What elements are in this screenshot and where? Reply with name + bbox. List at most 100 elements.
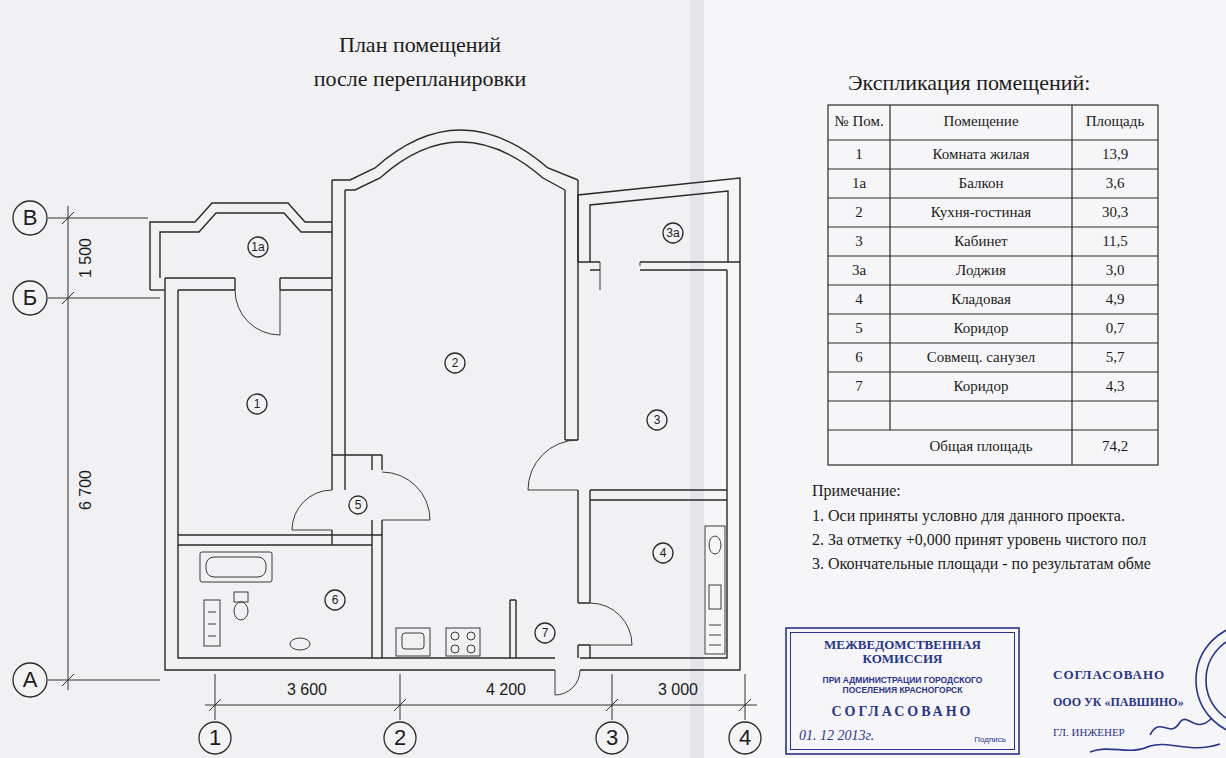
dimension-lines bbox=[209, 699, 751, 711]
dimension-lines bbox=[68, 206, 69, 690]
fixtures bbox=[234, 602, 248, 620]
doors bbox=[555, 670, 580, 695]
circle-outline bbox=[445, 353, 465, 373]
fixtures bbox=[451, 645, 459, 653]
axis-letter: 3 bbox=[606, 727, 618, 749]
axis-marker: 3 bbox=[595, 721, 629, 755]
commission-name: МЕЖВЕДОМСТВЕННАЯ КОМИССИЯ bbox=[810, 638, 995, 667]
table-cell: 4,3 bbox=[1106, 378, 1125, 395]
fixtures bbox=[208, 612, 216, 636]
table-cell: Кабинет bbox=[954, 233, 1007, 250]
doors bbox=[235, 262, 640, 695]
fixtures bbox=[709, 536, 721, 554]
circle-outline bbox=[199, 722, 231, 754]
walls bbox=[165, 278, 332, 290]
doors bbox=[528, 440, 578, 490]
room-number: 3а bbox=[662, 222, 684, 244]
table-cell: Коридор bbox=[954, 320, 1009, 337]
note-line: 2. За отметку +0,000 принят уровень чист… bbox=[812, 531, 1146, 549]
doors bbox=[292, 490, 332, 530]
dimension-text: 3 000 bbox=[658, 681, 698, 699]
circle-outline bbox=[13, 201, 47, 235]
room-number-text: 4 bbox=[660, 547, 667, 559]
table-grid bbox=[828, 105, 1158, 465]
table-grid bbox=[828, 105, 1158, 465]
room-number-text: 7 bbox=[542, 627, 549, 639]
stamps bbox=[786, 624, 1226, 754]
date-row: 01. 12 2013г.Подпись bbox=[799, 728, 1006, 744]
company-stamp-text: СОГЛАСОВАНО bbox=[1053, 668, 1165, 683]
dimension-lines bbox=[48, 218, 160, 680]
axis-letter: В bbox=[23, 207, 38, 229]
walls bbox=[332, 130, 578, 180]
table-cell: 3 bbox=[855, 233, 863, 250]
fixtures bbox=[204, 600, 220, 646]
stamps bbox=[786, 628, 1019, 754]
room-number: 1 bbox=[246, 393, 268, 415]
stamps bbox=[1206, 634, 1226, 726]
page-gutter bbox=[690, 0, 704, 758]
axis-marker: Б bbox=[12, 280, 48, 316]
fixtures bbox=[451, 632, 459, 640]
room-number-text: 3а bbox=[666, 227, 679, 239]
circle-outline bbox=[535, 623, 555, 643]
room-number: 4 bbox=[652, 542, 674, 564]
dimension-lines bbox=[205, 705, 757, 706]
walls bbox=[150, 203, 332, 290]
room-number-text: 6 bbox=[332, 594, 339, 606]
table-header-cell: № Пом. bbox=[834, 113, 883, 130]
room-number-text: 2 bbox=[452, 357, 459, 369]
table-cell: Балкон bbox=[959, 175, 1004, 192]
fixtures bbox=[467, 645, 475, 653]
axis-letter: 1 bbox=[209, 727, 221, 749]
circle-outline bbox=[13, 663, 47, 697]
walls bbox=[565, 180, 578, 440]
axis-marker: 1 bbox=[198, 721, 232, 755]
circle-outline bbox=[647, 410, 667, 430]
dimension-text: 4 200 bbox=[486, 681, 526, 699]
axis-marker: А bbox=[12, 662, 48, 698]
table-cell: Совмещ. санузел bbox=[927, 349, 1036, 366]
walls bbox=[590, 490, 727, 500]
table-total-cell: 74,2 bbox=[1102, 438, 1128, 455]
approval-date: 01. 12 2013г. bbox=[799, 728, 874, 744]
table-cell: 3,0 bbox=[1106, 262, 1125, 279]
dimension-lines bbox=[62, 212, 74, 686]
doors bbox=[382, 472, 430, 520]
fixtures bbox=[446, 628, 480, 656]
approval-stamp: МЕЖВЕДОМСТВЕННАЯ КОМИССИЯПРИ АДМИНИСТРАЦ… bbox=[790, 632, 1015, 750]
axis-letter: 2 bbox=[394, 727, 406, 749]
table-cell: Кухня-гостиная bbox=[931, 204, 1031, 221]
walls bbox=[178, 535, 382, 545]
fixtures bbox=[402, 633, 424, 649]
walls bbox=[578, 262, 740, 270]
walls bbox=[510, 600, 516, 658]
table-heading: Экспликация помещений: bbox=[848, 70, 1090, 95]
walls bbox=[578, 490, 590, 658]
fixtures bbox=[709, 585, 721, 609]
fixtures bbox=[200, 552, 272, 582]
room-number: 1а bbox=[247, 236, 269, 258]
room-number: 3 bbox=[646, 409, 668, 431]
room-number-text: 3 bbox=[654, 414, 661, 426]
room-number: 5 bbox=[348, 495, 368, 515]
circle-outline bbox=[384, 722, 416, 754]
table-cell: 4 bbox=[855, 291, 863, 308]
fixtures bbox=[200, 526, 725, 656]
table-cell: 2 bbox=[855, 204, 863, 221]
plan-title: План помещений после перепланировки bbox=[312, 28, 529, 96]
stamps bbox=[1150, 718, 1212, 735]
table-cell: 4,9 bbox=[1106, 291, 1125, 308]
fixtures bbox=[467, 632, 475, 640]
fixtures bbox=[234, 592, 248, 602]
table-total-cell: Общая площадь bbox=[929, 438, 1032, 455]
table-cell: 6 bbox=[855, 349, 863, 366]
table-cell: 3,6 bbox=[1106, 175, 1125, 192]
axis-marker: 4 bbox=[728, 721, 762, 755]
table-cell: 3а bbox=[852, 262, 866, 279]
walls bbox=[160, 213, 332, 278]
doors bbox=[590, 603, 632, 645]
table-cell: 13,9 bbox=[1102, 146, 1128, 163]
axis-letter: А bbox=[23, 669, 38, 691]
